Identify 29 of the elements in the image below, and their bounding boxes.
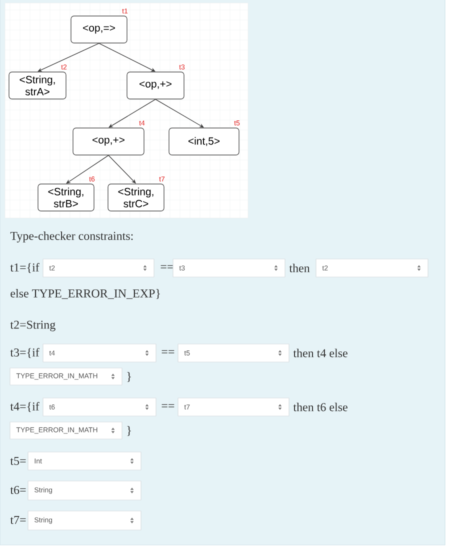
node-box: <String, strA> [8, 72, 66, 100]
node-box: <int,5> [168, 128, 240, 156]
constraint-text: == [162, 404, 174, 408]
constraint-text: then t6 else [293, 402, 348, 412]
constraint-text: then t4 else [293, 348, 348, 358]
node-box: <String, strB> [38, 184, 94, 212]
node-box: <op,+> [72, 128, 144, 156]
constraint-text: t7= [10, 516, 26, 524]
arrow [38, 43, 100, 72]
constraint-text: == [160, 265, 174, 268]
arrow [66, 155, 109, 184]
constraint-text: t3={if [10, 348, 40, 358]
arrow [108, 99, 156, 128]
constraint-text: then [289, 264, 310, 272]
constraint-text: t6= [10, 486, 26, 494]
constraint-text: t5= [10, 457, 26, 465]
arrow [98, 43, 156, 72]
constraint-text: Type-checker constraints: [10, 232, 133, 242]
constraint-text: t1={if [10, 262, 40, 274]
node-box: <String, strC> [108, 184, 164, 212]
node-box: <op,+> [126, 72, 184, 100]
constraint-text: } [127, 372, 131, 382]
arrow [155, 99, 204, 128]
constraint-text: t4={if [10, 402, 40, 412]
constraint-text: else TYPE_ERROR_IN_EXP} [10, 289, 160, 299]
constraint-text: == [162, 350, 174, 354]
constraint-text: } [127, 426, 131, 436]
constraint-text: t2=String [10, 320, 56, 332]
node-box: <op,=> [70, 16, 128, 44]
